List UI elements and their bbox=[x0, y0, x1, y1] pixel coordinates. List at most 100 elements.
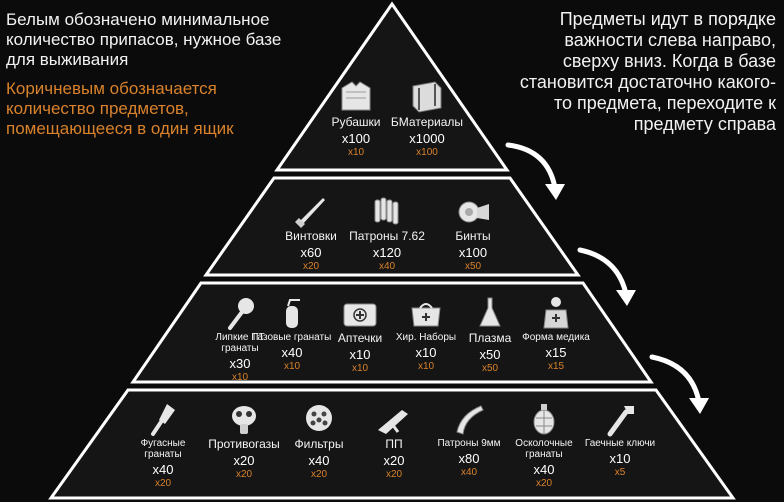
item-name: Осколочные гранаты bbox=[515, 438, 573, 460]
pyramid-tier-1 bbox=[274, 1, 510, 172]
item-name: Плазма bbox=[468, 331, 512, 345]
item-name: Патроны 9мм bbox=[437, 438, 501, 449]
pyramid-tier-2 bbox=[203, 176, 581, 277]
item-crate-qty: x40 bbox=[460, 467, 478, 478]
ammo-icon bbox=[374, 197, 399, 225]
item-name: БМатериалы bbox=[390, 115, 464, 129]
item-name: Противогазы bbox=[208, 437, 280, 451]
item-sticky-grenades: Липкие ПТ гранаты x30 x10 bbox=[198, 294, 282, 384]
item-rifles: Винтовки x60 x20 bbox=[269, 192, 353, 273]
pyramid-tier-4 bbox=[48, 388, 736, 500]
legend-brown-note: Коричневым обозначается количество предм… bbox=[6, 79, 234, 138]
item-smg: ПП x20 x20 bbox=[352, 400, 436, 481]
legend-white-note: Белым обозначено минимальное количество … bbox=[6, 10, 282, 69]
wrench-icon bbox=[607, 406, 634, 437]
pyramid-tier-3 bbox=[130, 281, 654, 384]
item-crate-qty: x10 bbox=[231, 372, 249, 383]
item-crate-qty: x10 bbox=[347, 147, 365, 158]
item-name: Газовые гранаты bbox=[252, 332, 332, 343]
he-grenade-icon bbox=[151, 404, 175, 436]
bandage-icon bbox=[458, 201, 489, 223]
item-min-qty: x40 bbox=[281, 345, 303, 360]
item-bandages: Бинты x100 x50 bbox=[431, 192, 515, 273]
item-crate-qty: x20 bbox=[310, 469, 328, 480]
item-medic-uniform: Форма медика x15 x15 bbox=[514, 294, 598, 373]
gas-mask-icon bbox=[232, 406, 256, 434]
item-crate-qty: x10 bbox=[283, 361, 301, 372]
item-crate-qty: x100 bbox=[416, 147, 438, 158]
9mm-ammo-icon bbox=[456, 405, 484, 435]
item-min-qty: x120 bbox=[372, 245, 402, 260]
item-he-grenades: Фугасные гранаты x40 x20 bbox=[121, 400, 205, 490]
item-shirts: Рубашки x100 x10 bbox=[314, 78, 398, 159]
item-crate-qty: x20 bbox=[154, 478, 172, 489]
item-crate-qty: x20 bbox=[235, 469, 253, 480]
arrow-to-tier-2 bbox=[505, 142, 565, 200]
item-min-qty: x10 bbox=[415, 345, 437, 360]
item-surgical-kits: Хир. Наборы x10 x10 bbox=[384, 294, 468, 373]
sticky-grenade-icon bbox=[228, 298, 254, 330]
item-crate-qty: x20 bbox=[302, 261, 320, 272]
first-aid-icon bbox=[343, 303, 377, 327]
item-min-qty: x10 bbox=[609, 451, 631, 466]
item-name: Фильтры bbox=[294, 437, 344, 451]
item-min-qty: x15 bbox=[545, 345, 567, 360]
item-first-aid-kits: Аптечки x10 x10 bbox=[318, 294, 402, 375]
item-min-qty: x100 bbox=[458, 245, 488, 260]
item-crate-qty: x50 bbox=[481, 363, 499, 374]
medical-bag-icon bbox=[411, 303, 441, 327]
item-name: Хир. Наборы bbox=[395, 332, 457, 343]
arrow-to-tier-4 bbox=[649, 354, 709, 414]
item-name: Винтовки bbox=[285, 229, 337, 243]
item-ammo-9mm: Патроны 9мм x80 x40 bbox=[427, 400, 511, 479]
item-min-qty: x1000 bbox=[409, 131, 445, 146]
item-crate-qty: x10 bbox=[417, 361, 435, 372]
item-name: Патроны 7.62 bbox=[349, 229, 425, 243]
item-wrenches: Гаечные ключи x10 x5 bbox=[578, 400, 662, 479]
item-plasma: Плазма x50 x50 bbox=[448, 294, 532, 375]
item-min-qty: x10 bbox=[349, 347, 371, 362]
item-name: Бинты bbox=[455, 229, 491, 243]
item-crate-qty: x50 bbox=[464, 261, 482, 272]
item-crate-qty: x20 bbox=[535, 478, 553, 489]
arrow-to-tier-3 bbox=[577, 247, 636, 306]
item-min-qty: x40 bbox=[533, 462, 555, 477]
item-name: Липкие ПТ гранаты bbox=[215, 332, 265, 354]
item-min-qty: x50 bbox=[479, 347, 501, 362]
item-min-qty: x30 bbox=[229, 356, 251, 371]
item-name: Фугасные гранаты bbox=[140, 438, 186, 460]
plasma-icon bbox=[479, 297, 501, 327]
item-min-qty: x60 bbox=[300, 245, 322, 260]
item-frag-grenades: Осколочные гранаты x40 x20 bbox=[502, 400, 586, 490]
item-name: ПП bbox=[385, 437, 403, 451]
item-crate-qty: x10 bbox=[351, 363, 369, 374]
item-crate-qty: x15 bbox=[547, 361, 565, 372]
order-explanation-note: Предметы идут в порядке важности слева н… bbox=[519, 9, 776, 134]
item-crate-qty: x5 bbox=[614, 467, 626, 478]
item-gas-masks: Противогазы x20 x20 bbox=[202, 400, 286, 481]
item-min-qty: x20 bbox=[233, 453, 255, 468]
item-min-qty: x20 bbox=[383, 453, 405, 468]
item-crate-qty: x40 bbox=[378, 261, 396, 272]
item-min-qty: x40 bbox=[152, 462, 174, 477]
item-gas-grenades: Газовые гранаты x40 x10 bbox=[250, 294, 334, 373]
item-name: Аптечки bbox=[337, 331, 383, 345]
item-min-qty: x80 bbox=[458, 451, 480, 466]
item-ammo-762: Патроны 7.62 x120 x40 bbox=[345, 192, 429, 273]
filter-icon bbox=[306, 405, 332, 431]
frag-grenade-icon bbox=[533, 404, 555, 435]
medic-uniform-icon bbox=[543, 297, 569, 329]
item-filters: Фильтры x40 x20 bbox=[277, 400, 361, 481]
item-bmaterials: БМатериалы x1000 x100 bbox=[385, 78, 469, 159]
smg-icon bbox=[378, 410, 408, 434]
item-crate-qty: x20 bbox=[385, 469, 403, 480]
item-min-qty: x100 bbox=[341, 131, 371, 146]
item-min-qty: x40 bbox=[308, 453, 330, 468]
rifle-icon bbox=[295, 198, 325, 228]
shirt-icon bbox=[341, 81, 371, 111]
item-name: Рубашки bbox=[331, 115, 381, 129]
item-name: Форма медика bbox=[522, 332, 590, 343]
gas-grenade-icon bbox=[286, 299, 300, 328]
item-name: Гаечные ключи bbox=[584, 438, 656, 449]
